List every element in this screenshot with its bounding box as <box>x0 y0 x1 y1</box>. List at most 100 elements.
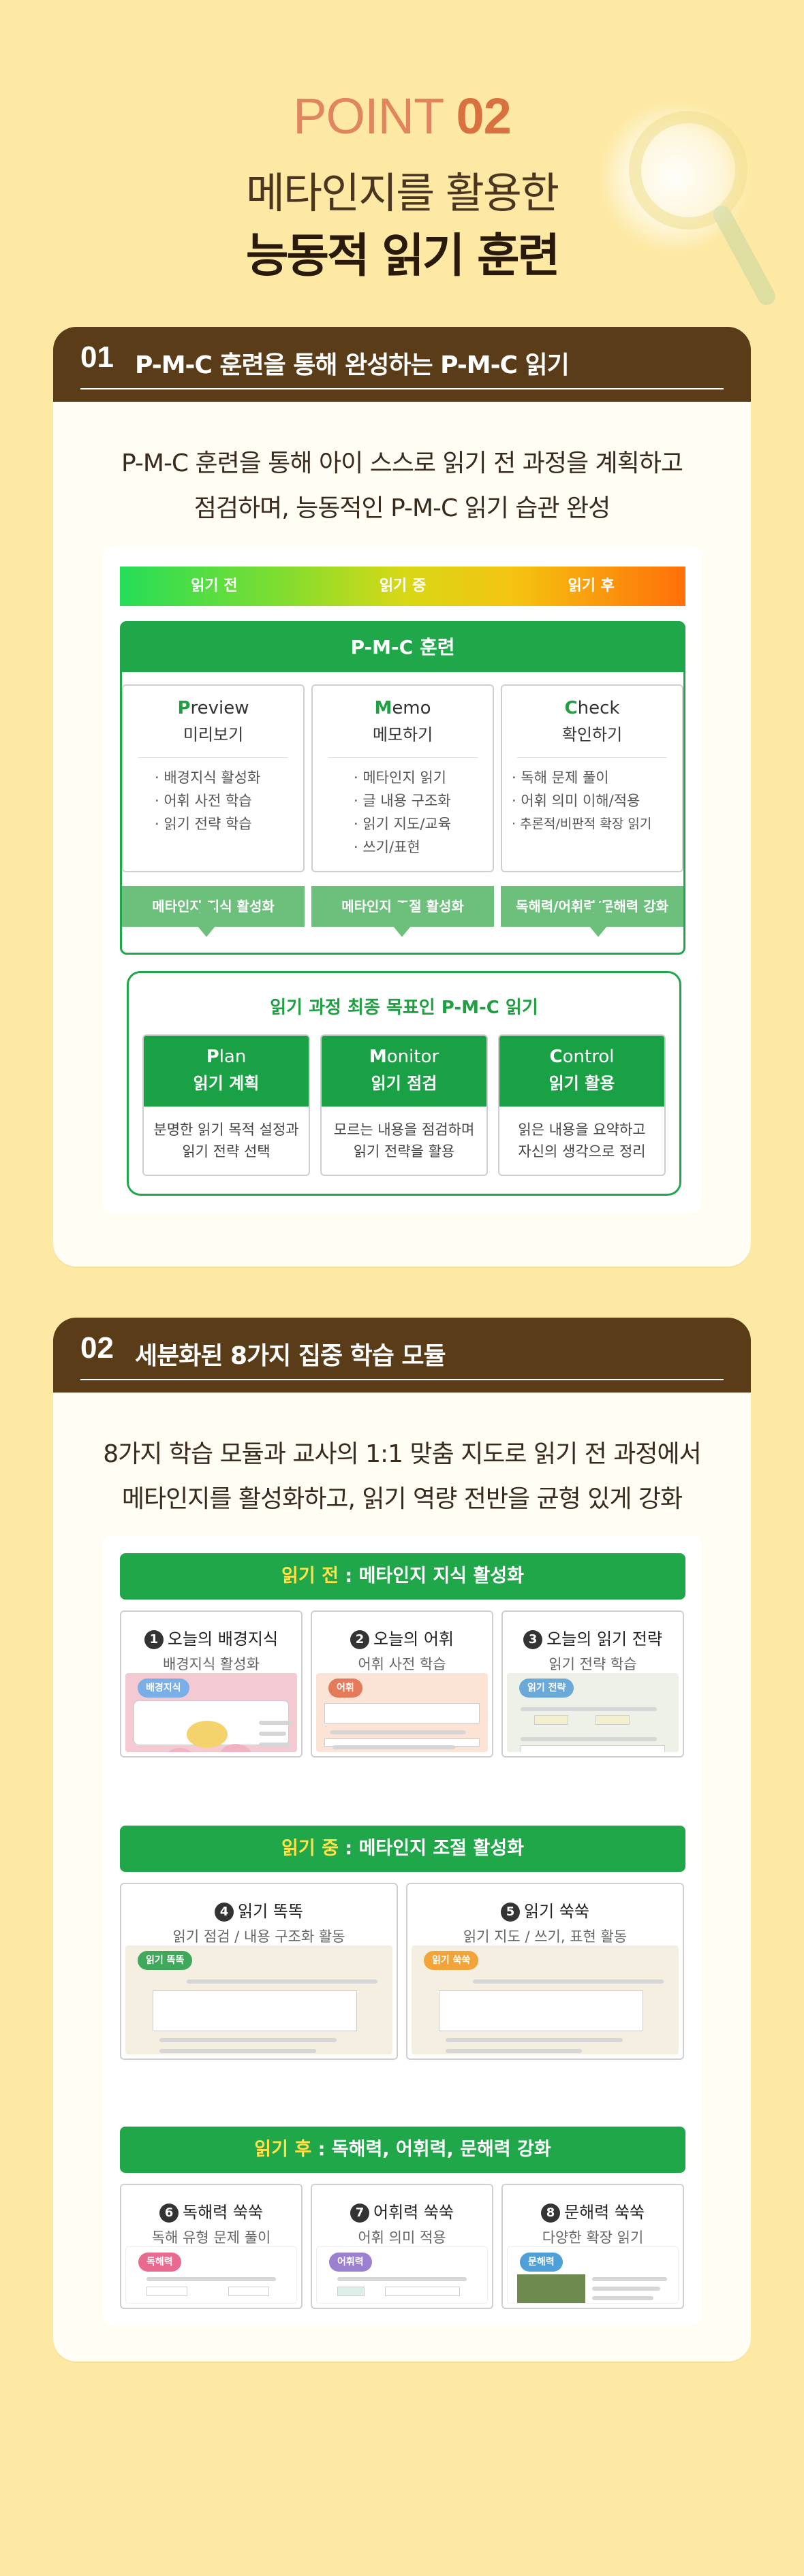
goal-korean: 읽기 계획 <box>193 1074 260 1093</box>
module-subtitle: 읽기 전략 학습 <box>548 1656 637 1672</box>
thumb-header: 어휘력 <box>317 2247 487 2277</box>
thumb-box <box>153 1990 357 2031</box>
module-title-text: 읽기 똑똑 <box>238 1902 303 1921</box>
module-title-text: 독해력 쑥쑥 <box>182 2203 264 2222</box>
column-divider <box>328 757 478 758</box>
goal-rest: lan <box>219 1047 247 1067</box>
thumb-box <box>337 2287 365 2296</box>
goal-initial: M <box>369 1047 387 1067</box>
pmc-diagram: 읽기 전 읽기 중 읽기 후 P-M-C 훈련 Preview 미리보기 배경지… <box>102 546 702 1213</box>
module-number: 6 <box>159 2204 179 2223</box>
goal-desc-line: 자신의 생각으로 정리 <box>518 1143 646 1160</box>
goal-description: 읽은 내용을 요약하고 자신의 생각으로 정리 <box>499 1107 664 1162</box>
column-divider <box>517 757 667 758</box>
thumb-tag: 읽기 쑥쑥 <box>424 1951 479 1970</box>
section-lead: 8가지 학습 모듈과 교사의 1:1 맞춤 지도로 읽기 전 과정에서 메타인지… <box>53 1432 751 1522</box>
section-modules: 02 세분화된 8가지 집중 학습 모듈 8가지 학습 모듈과 교사의 1:1 … <box>53 1318 751 2362</box>
column-korean: 확인하기 <box>561 725 623 744</box>
list-item: 메타인지 읽기 <box>354 766 493 789</box>
thumb-line <box>521 1737 657 1741</box>
goal-card-header: Plan 읽기 계획 <box>144 1036 309 1107</box>
thumb-box <box>228 2287 269 2296</box>
module-number: 7 <box>350 2204 369 2223</box>
thumb-box <box>385 2287 460 2296</box>
module-thumbnail: 어휘 <box>316 1673 488 1752</box>
list-item: 추론적/비판적 확장 읽기 <box>512 812 682 836</box>
section-title: 세분화된 8가지 집중 학습 모듈 <box>135 1342 446 1370</box>
point-label: POINT 02 <box>0 87 804 145</box>
pmc-training-box: P-M-C 훈련 Preview 미리보기 배경지식 활성화 어휘 사전 학습 … <box>120 621 685 955</box>
goal-initial: P <box>206 1047 219 1067</box>
goal-description: 모르는 내용을 점검하며 읽기 전략을 활용 <box>322 1107 486 1162</box>
module-thumbnail: 읽기 전략 <box>507 1673 679 1752</box>
module-number: 8 <box>540 2204 560 2223</box>
column-initial: C <box>564 698 578 718</box>
module-subtitle: 배경지식 활성화 <box>163 1656 260 1672</box>
goal-desc-line: 분명한 읽기 목적 설정과 <box>153 1122 299 1138</box>
group-head: 읽기 전 <box>281 1565 339 1587</box>
section-divider <box>80 1379 724 1380</box>
pmc-column-preview: Preview 미리보기 배경지식 활성화 어휘 사전 학습 읽기 전략 학습 <box>122 684 305 872</box>
section-lead: P-M-C 훈련을 통해 아이 스스로 읽기 전 과정을 계획하고 점검하며, … <box>53 441 751 531</box>
list-item: 어휘 사전 학습 <box>155 789 303 812</box>
thumb-bubble <box>187 1721 228 1748</box>
module-thumbnail: 배경지식 <box>125 1673 297 1752</box>
goal-english: Plan <box>144 1047 309 1067</box>
phase-before: 읽기 전 <box>191 577 238 594</box>
goal-card-plan: Plan 읽기 계획 분명한 읽기 목적 설정과 읽기 전략 선택 <box>142 1034 310 1176</box>
section-divider <box>80 388 724 389</box>
goal-english: Control <box>499 1047 664 1067</box>
goal-desc-line: 읽기 전략 선택 <box>182 1143 270 1160</box>
goal-card-header: Control 읽기 활용 <box>499 1036 664 1107</box>
module-subtitle: 다양한 확장 읽기 <box>542 2229 644 2246</box>
column-initial: M <box>374 698 392 718</box>
column-english: Preview <box>123 698 303 718</box>
arrow-down-icon <box>579 895 617 937</box>
thumb-tag: 어휘력 <box>329 2253 372 2272</box>
goal-english: Monitor <box>322 1047 486 1067</box>
phase-during: 읽기 중 <box>379 577 427 594</box>
module-title-text: 오늘의 어휘 <box>373 1629 454 1649</box>
pmc-header: P-M-C 훈련 <box>122 623 683 672</box>
thumb-line <box>159 2049 316 2053</box>
hero-title: 능동적 읽기 훈련 <box>245 229 560 283</box>
module-thumbnail: 독해력 <box>125 2246 297 2304</box>
module-title-text: 오늘의 배경지식 <box>167 1629 279 1649</box>
lead-line-2: 점검하며, 능동적인 P-M-C 읽기 습관 완성 <box>194 494 610 522</box>
thumb-box <box>596 1715 630 1725</box>
thumb-bubble <box>221 1744 251 1752</box>
pmc-column-check: Check 확인하기 독해 문제 풀이 어휘 의미 이해/적용 추론적/비판적 … <box>501 684 683 872</box>
point-number: 02 <box>456 88 512 144</box>
thumb-line <box>330 1730 466 1734</box>
thumb-line <box>259 1732 286 1736</box>
thumb-photo <box>517 2274 585 2303</box>
thumb-box <box>439 1990 643 2031</box>
thumb-tag: 읽기 똑똑 <box>138 1951 193 1970</box>
goal-korean: 읽기 활용 <box>548 1074 615 1093</box>
thumb-tag: 독해력 <box>138 2253 181 2272</box>
column-list: 독해 문제 풀이 어휘 의미 이해/적용 추론적/비판적 확장 읽기 <box>502 766 682 836</box>
thumb-header: 읽기 쑥쑥 <box>412 1945 679 1975</box>
module-number: 5 <box>501 1903 521 1922</box>
pmc-goal-box: 읽기 과정 최종 목표인 P-M-C 읽기 Plan 읽기 계획 분명한 읽기 … <box>127 971 681 1196</box>
section-number: 02 <box>80 1331 114 1365</box>
list-item: 어휘 의미 이해/적용 <box>512 789 682 812</box>
column-list: 배경지식 활성화 어휘 사전 학습 읽기 전략 학습 <box>123 766 303 836</box>
module-number: 2 <box>350 1630 369 1649</box>
point-word: POINT <box>293 88 444 144</box>
group-rest: : 메타인지 지식 활성화 <box>338 1565 524 1587</box>
reading-phase-bar: 읽기 전 읽기 중 읽기 후 <box>120 567 685 606</box>
section-number: 01 <box>80 340 114 374</box>
column-rest: review <box>190 698 249 718</box>
goal-description: 분명한 읽기 목적 설정과 읽기 전략 선택 <box>144 1107 309 1162</box>
